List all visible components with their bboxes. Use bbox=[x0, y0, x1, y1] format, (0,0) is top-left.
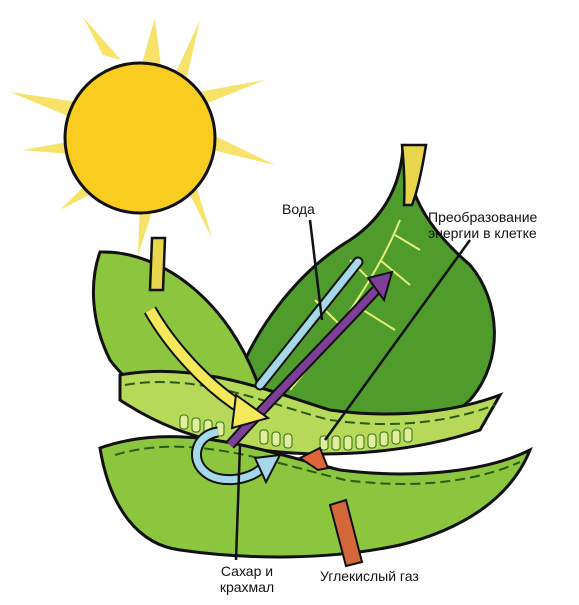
water-label: Вода bbox=[282, 201, 315, 217]
sugar-label-line1: Сахар и bbox=[207, 563, 287, 579]
co2-label: Углекислый газ bbox=[320, 568, 419, 584]
sugar-label-line2: крахмал bbox=[207, 579, 287, 595]
energy-label-line1: Преобразование bbox=[428, 209, 537, 225]
left-leaf-stalk bbox=[150, 238, 165, 290]
sun bbox=[65, 63, 215, 213]
energy-conversion-label: Преобразование энергии в клетке bbox=[428, 209, 537, 241]
back-leaf-stalk bbox=[402, 145, 426, 205]
sugar-starch-label: Сахар и крахмал bbox=[207, 563, 287, 595]
energy-label-line2: энергии в клетке bbox=[428, 225, 537, 241]
